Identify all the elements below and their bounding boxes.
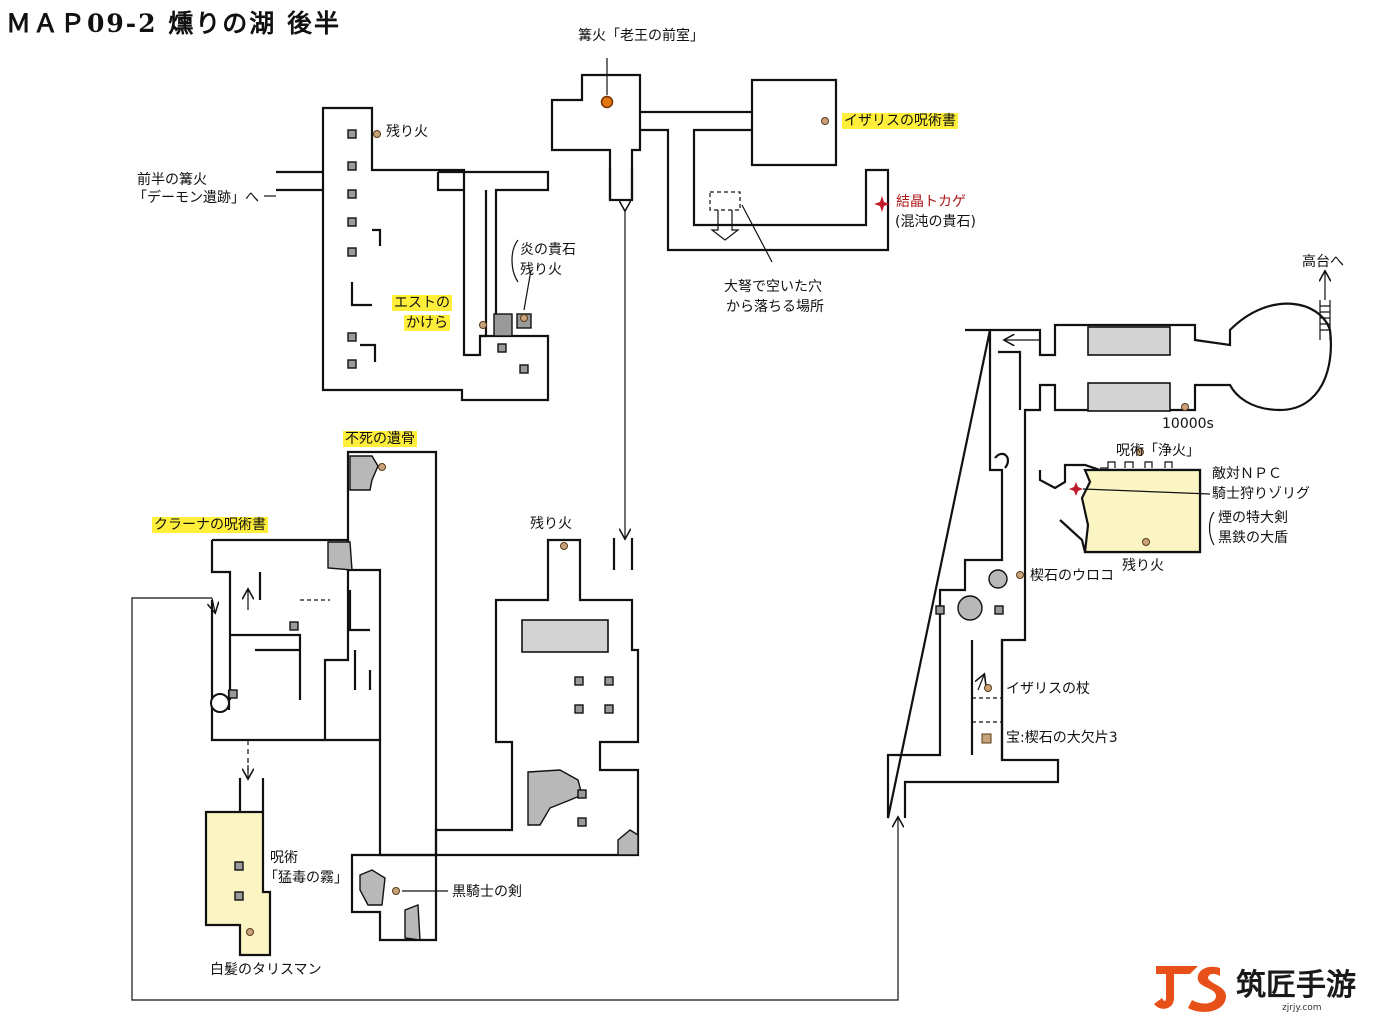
ballista-hole-label-1: 大弩で空いた穴 (724, 279, 822, 295)
zorig-label: 騎士狩りゾリグ (1212, 486, 1310, 502)
hostile-npc-label: 敵対ＮＰＣ (1212, 466, 1282, 482)
ballista-hole-label-2: から落ちる場所 (726, 299, 824, 315)
estus-shard-label-1: エストの (392, 295, 452, 312)
logo-url: zjrjy.com (1282, 1003, 1322, 1013)
undead-bone-label: 不死の遺骨 (343, 431, 417, 448)
left-middle-building (210, 450, 568, 857)
chaos-stone-label: (混沌の貴石) (895, 214, 976, 230)
bonfire-icon (600, 95, 614, 109)
middle-right-building (434, 538, 640, 857)
ember-label-1: 残り火 (386, 124, 428, 140)
quelana-pyromancy-label: クラーナの呪術書 (152, 517, 268, 534)
page-title: ＭＡＰ09-2 燻りの湖 後半 (6, 9, 341, 38)
treasure-wedge-label: 宝:楔石の大欠片3 (1006, 730, 1118, 746)
to-plateau-label: 高台へ (1302, 254, 1344, 270)
black-knight-sword-label: 黒騎士の剣 (452, 884, 522, 900)
souls-label: 10000s (1162, 416, 1214, 432)
bonfire-label: 篝火「老王の前室」 (578, 28, 704, 44)
logo-mark-icon (1154, 966, 1226, 1012)
izalith-pyromancy-label: イザリスの呪術書 (842, 113, 958, 130)
black-iron-shield-label: 黒鉄の大盾 (1218, 530, 1288, 546)
upper-central-building (550, 73, 890, 252)
ember-label-3: 残り火 (1122, 558, 1164, 574)
demon-ruins-label: 「デーモン遺跡」へ (133, 190, 259, 206)
first-half-bonfire-label: 前半の篝火 (137, 172, 207, 188)
site-logo: 筑匠手游 zjrjy.com (1150, 958, 1395, 1020)
ember-label-2: 残り火 (530, 516, 572, 532)
toxic-mist-label-2: 「猛毒の霧」 (264, 870, 348, 886)
izalith-staff-label: イザリスの杖 (1006, 681, 1090, 697)
estus-shard-label-2: かけら (404, 315, 450, 332)
crystal-lizard-label: 結晶トカゲ (896, 194, 966, 210)
upper-left-building (276, 106, 550, 402)
white-hair-talisman-label: 白髪のタリスマン (210, 962, 322, 978)
logo-text: 筑匠手游 (1236, 968, 1356, 1003)
ember-label-flame: 残り火 (520, 262, 562, 278)
wedge-scale-label: 楔石のウロコ (1030, 568, 1114, 584)
flame-stone-label: 炎の貴石 (520, 242, 576, 258)
right-building (886, 272, 1332, 819)
smoke-greatsword-label: 煙の特大剣 (1218, 510, 1288, 526)
toxic-mist-label-1: 呪術 (270, 850, 298, 866)
cleansing-pyromancy-label: 呪術「浄火」 (1116, 443, 1200, 459)
